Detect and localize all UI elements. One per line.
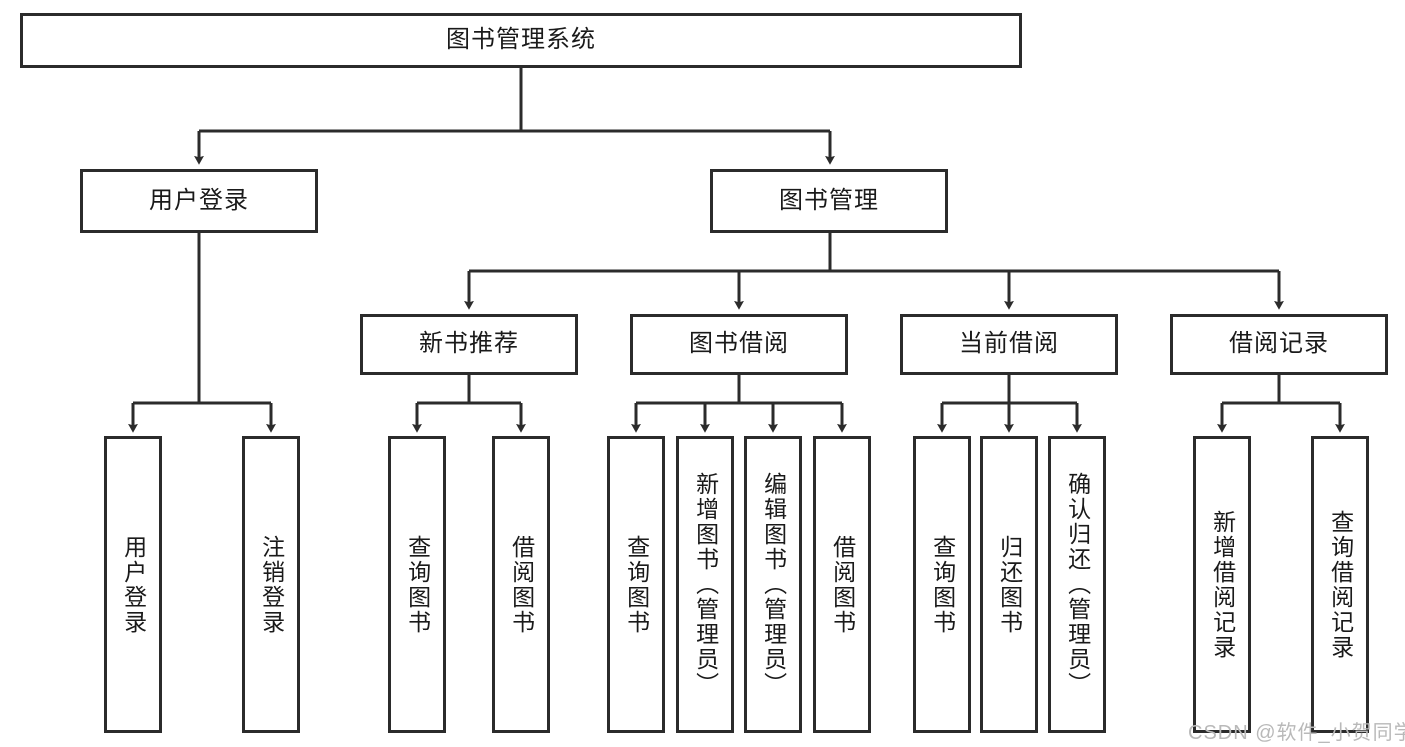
node-label: 新书推荐	[419, 330, 519, 358]
node-book-management[interactable]: 图书管理	[710, 169, 948, 233]
leaf-current-borrow-confirm-return-admin[interactable]: 确认归还（管理员）	[1048, 436, 1106, 733]
leaf-new-book-borrow-book[interactable]: 借阅图书	[492, 436, 550, 733]
node-label: 图书管理系统	[446, 26, 596, 54]
node-label: 图书借阅	[689, 330, 789, 358]
leaf-borrow-record-query-record[interactable]: 查询借阅记录	[1311, 436, 1369, 733]
node-label: 查询图书	[929, 534, 956, 635]
node-label: 当前借阅	[959, 330, 1059, 358]
leaf-book-borrow-borrow-book[interactable]: 借阅图书	[813, 436, 871, 733]
node-label: 编辑图书（管理员）	[760, 472, 787, 697]
leaf-new-book-query-book[interactable]: 查询图书	[388, 436, 446, 733]
leaf-user-login-login[interactable]: 用户登录	[104, 436, 162, 733]
node-label: 借阅图书	[829, 534, 856, 635]
node-user-login[interactable]: 用户登录	[80, 169, 318, 233]
node-label: 借阅记录	[1229, 330, 1329, 358]
node-label: 用户登录	[120, 534, 147, 635]
leaf-current-borrow-query-book[interactable]: 查询图书	[913, 436, 971, 733]
node-borrow-record[interactable]: 借阅记录	[1170, 314, 1388, 375]
leaf-book-borrow-edit-book-admin[interactable]: 编辑图书（管理员）	[744, 436, 802, 733]
node-current-borrow[interactable]: 当前借阅	[900, 314, 1118, 375]
node-root-book-management-system[interactable]: 图书管理系统	[20, 13, 1022, 68]
node-label: 查询图书	[623, 534, 650, 635]
node-label: 用户登录	[149, 186, 249, 214]
leaf-book-borrow-query-book[interactable]: 查询图书	[607, 436, 665, 733]
node-label: 注销登录	[258, 534, 285, 635]
csdn-watermark: CSDN @软件_小贺同学	[1188, 722, 1405, 744]
node-label: 查询图书	[404, 534, 431, 635]
node-label: 确认归还（管理员）	[1064, 472, 1091, 697]
leaf-borrow-record-add-record[interactable]: 新增借阅记录	[1193, 436, 1251, 733]
node-new-book-recommend[interactable]: 新书推荐	[360, 314, 578, 375]
node-label: 新增借阅记录	[1209, 509, 1236, 660]
node-label: 归还图书	[996, 534, 1023, 635]
node-book-borrow[interactable]: 图书借阅	[630, 314, 848, 375]
node-label: 新增图书（管理员）	[692, 472, 719, 697]
node-label: 查询借阅记录	[1327, 509, 1354, 660]
leaf-current-borrow-return-book[interactable]: 归还图书	[980, 436, 1038, 733]
node-label: 图书管理	[779, 186, 879, 214]
leaf-book-borrow-add-book-admin[interactable]: 新增图书（管理员）	[676, 436, 734, 733]
node-label: 借阅图书	[508, 534, 535, 635]
leaf-user-login-logout[interactable]: 注销登录	[242, 436, 300, 733]
